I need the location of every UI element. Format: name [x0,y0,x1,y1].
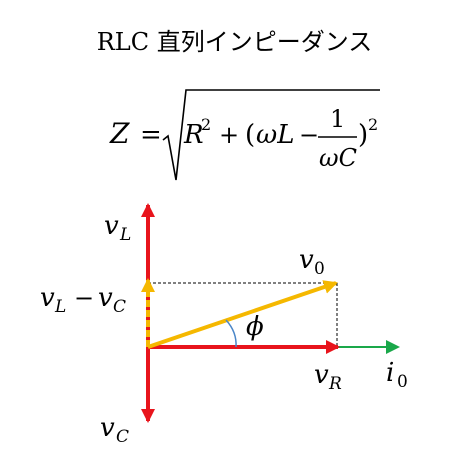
svg-text:0: 0 [397,372,408,392]
label-v0: v 0 [299,245,325,279]
svg-text:L: L [54,297,66,317]
label-vl-minus-vc: v L − v C [40,283,126,317]
svg-text:v: v [314,360,329,390]
formula-r-exponent: 2 [201,115,211,134]
formula-fraction-denominator: ωC [319,144,357,172]
v0-arrow [147,280,338,349]
svg-text:0: 0 [314,259,325,279]
formula-right-paren: ) [358,120,368,150]
svg-text:C: C [113,297,126,317]
diagram-title: RLC 直列インピーダンス [96,28,373,56]
svg-text:i: i [386,358,394,388]
svg-text:C: C [116,427,129,447]
label-vc: v C [100,413,129,447]
formula-r: R [183,120,204,150]
svg-text:v: v [104,211,119,241]
label-phi: ϕ [246,312,264,342]
svg-text:R: R [328,374,342,394]
formula-z: Z [109,117,130,150]
svg-text:v: v [299,245,314,275]
label-vr: v R [314,360,342,394]
svg-text:v: v [98,283,113,313]
label-i0: i 0 [386,358,408,392]
svg-text:L: L [119,225,131,245]
formula-plus: + [219,121,239,149]
svg-text:−: − [74,284,94,312]
svg-text:v: v [100,413,115,443]
label-vl: v L [104,211,131,245]
svg-text:v: v [40,283,55,313]
formula-minus: − [299,121,319,149]
formula-fraction-numerator: 1 [330,105,345,133]
radical-sign [162,89,380,181]
formula-left-paren: ( [245,120,255,150]
phase-angle-arc [225,319,237,348]
impedance-formula: Z = R 2 + ( ωL − 1 ωC ) 2 [109,89,380,181]
formula-omega-l: ωL [256,120,294,150]
formula-equals: = [140,120,162,150]
formula-outer-exponent: 2 [368,115,378,134]
